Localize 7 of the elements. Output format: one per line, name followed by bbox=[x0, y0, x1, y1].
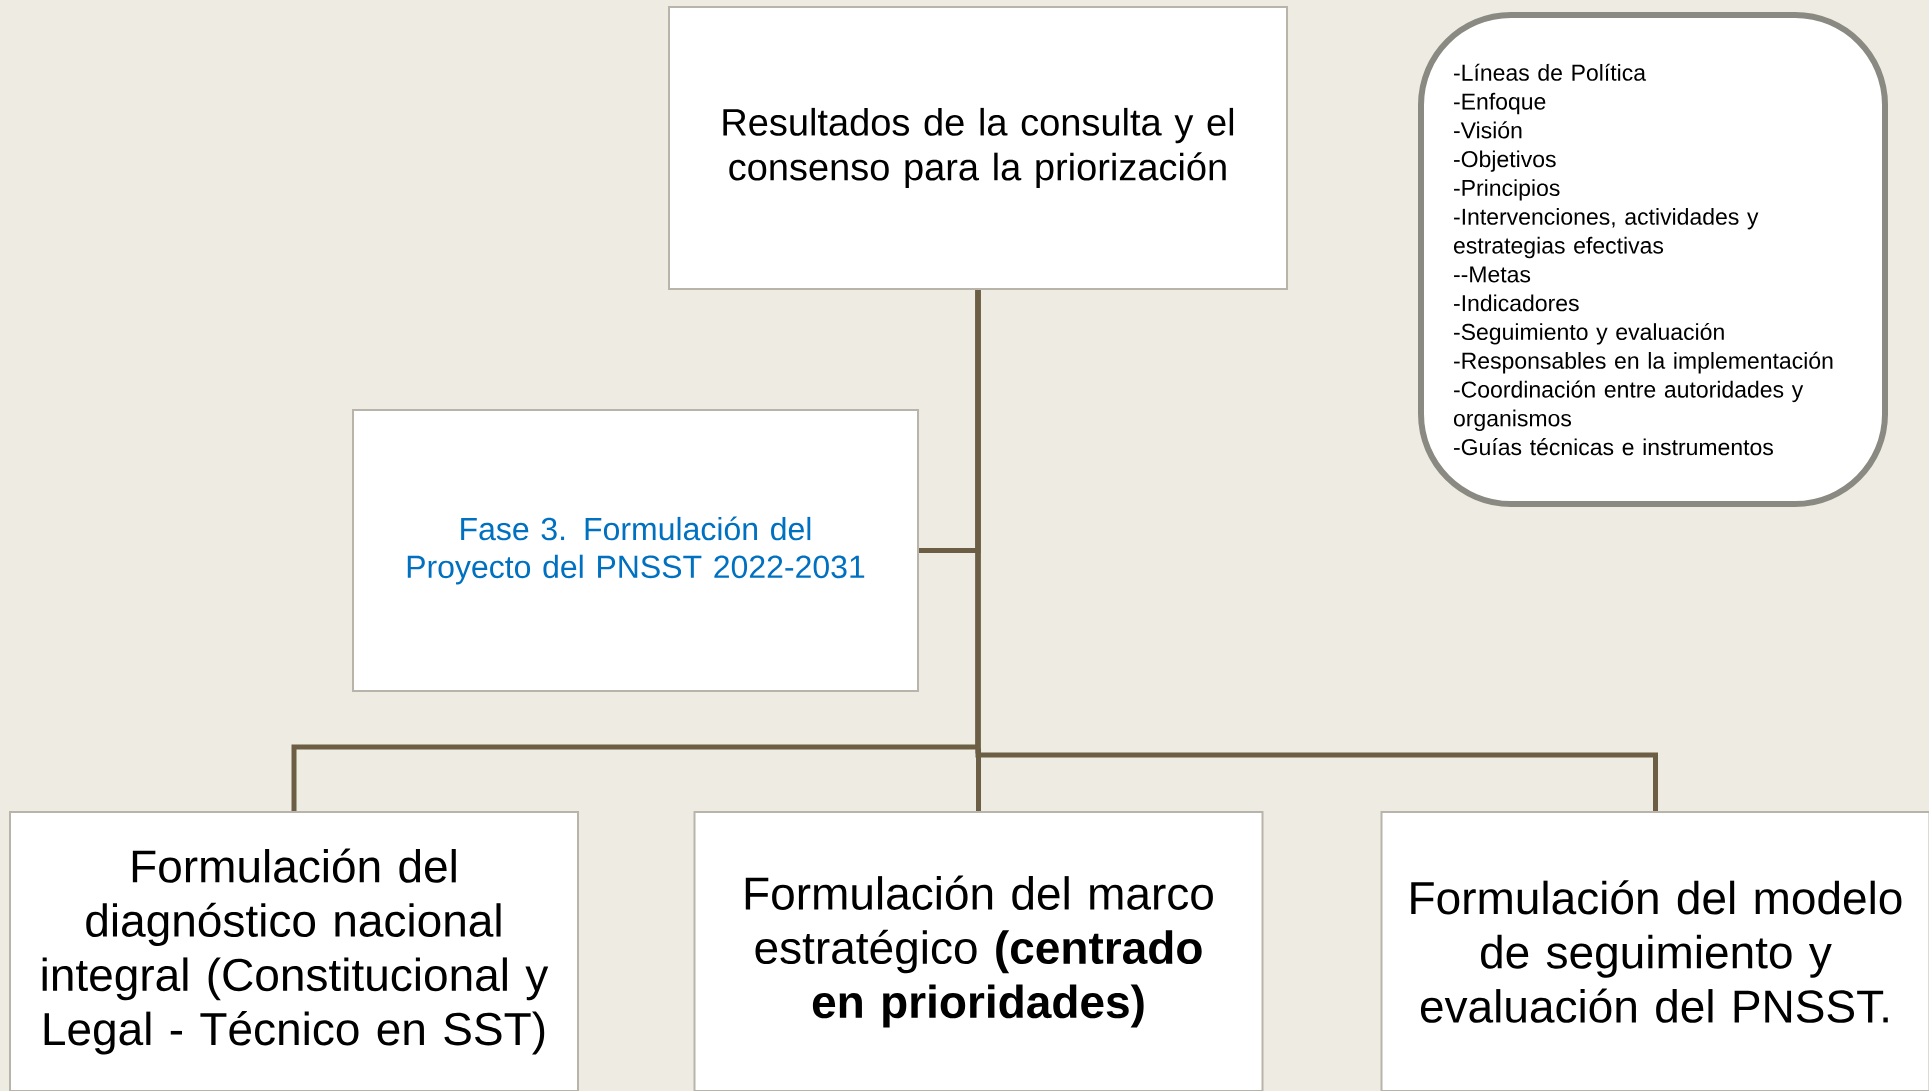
list-box: -Líneas de Política -Enfoque -Visión -Objetivos -Principios -Intervenciones, actividades y estrategias efectivas --Metas -Indicadores -Seguimiento y evaluación -Responsables en la implementación -Coordinación entre autoridades y organismos -Guías técnicas e instrumentos bbox=[1418, 12, 1888, 507]
process-box: Formulación del modelo de seguimiento y evaluación del PNSST. bbox=[1380, 811, 1929, 1091]
process-box: Formulación del marco estratégico (centrado en prioridades) bbox=[693, 811, 1264, 1091]
process-box: Formulación del diagnóstico nacional integral (Constitucional y Legal - Técnico en SST) bbox=[9, 811, 579, 1091]
process-box: Resultados de la consulta y el consenso para la priorización bbox=[668, 6, 1288, 290]
process-box: Fase 3. Formulación del Proyecto del PNSST 2022-2031 bbox=[352, 409, 919, 692]
connector-line bbox=[975, 290, 1658, 811]
